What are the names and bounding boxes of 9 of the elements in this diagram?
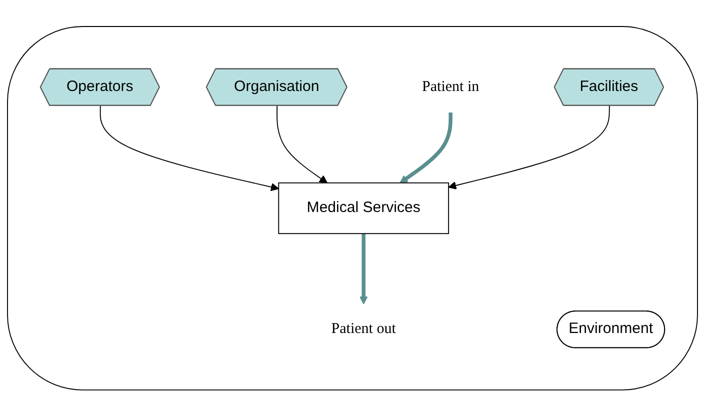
arrow	[359, 234, 368, 305]
node-text: Patient out	[331, 321, 396, 338]
arrow	[400, 112, 452, 184]
node-box: Medical Services	[278, 182, 450, 234]
arrow	[100, 106, 280, 192]
node-text: Patient in	[422, 78, 480, 95]
cluster	[7, 26, 698, 391]
arrow	[276, 106, 328, 184]
arrow	[448, 106, 610, 190]
